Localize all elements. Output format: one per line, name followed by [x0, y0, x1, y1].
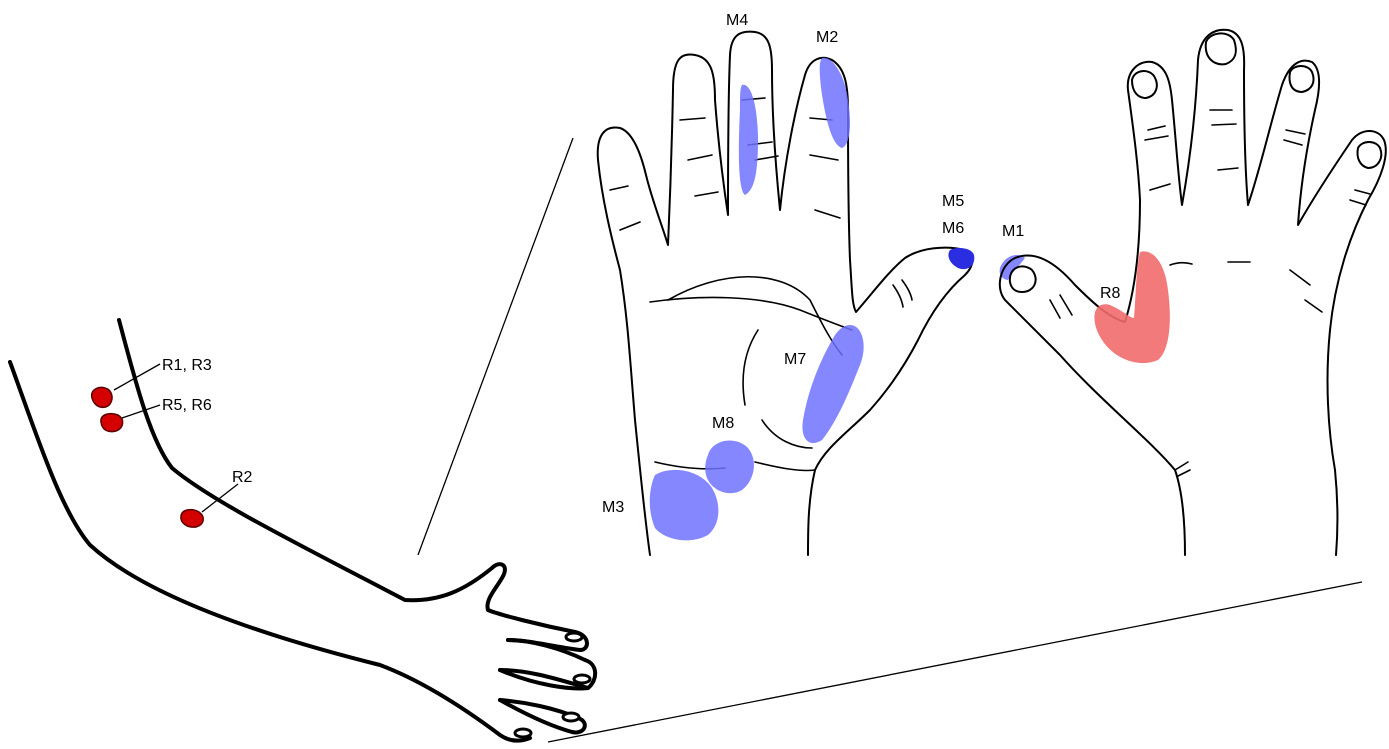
- muscle-regions: [650, 58, 1025, 541]
- zoom-line-lower: [548, 582, 1362, 742]
- dorsal-crease-1: [1148, 126, 1165, 130]
- arm-thumb: [487, 564, 575, 632]
- arm-nail-3: [563, 713, 579, 721]
- label-m4: M4: [726, 12, 748, 29]
- nail-index: [1132, 71, 1157, 98]
- label-m8: M8: [712, 415, 734, 432]
- label-m6: M6: [942, 220, 964, 237]
- label-m5: M5: [942, 193, 964, 210]
- dorsal-crease-15: [1050, 300, 1060, 318]
- dorsal-crease-8: [1284, 140, 1302, 145]
- marker-labels: M4 M2 M5 M6 M1 R8 M7 M8 M3: [602, 12, 1121, 516]
- nail-ring: [1290, 66, 1314, 92]
- dorsal-crease-2: [1145, 136, 1168, 140]
- palm-crease-wrist-2: [755, 462, 815, 471]
- arm-nail-1: [566, 633, 582, 641]
- arm-lower-edge: [10, 362, 530, 741]
- dorsal-crease-6: [1218, 168, 1238, 170]
- dorsal-crease-7: [1286, 130, 1305, 134]
- muscle-region-m4: [739, 85, 758, 195]
- label-r8: R8: [1100, 285, 1121, 302]
- palm-crease-heart: [650, 297, 852, 330]
- finger-crease-3: [680, 118, 705, 120]
- arm-nail-4: [515, 729, 531, 737]
- dorsal-hand-illustration: [1000, 30, 1386, 555]
- electrode-dot-r1-r3: [92, 387, 112, 407]
- leader-r5-r6: [122, 405, 160, 418]
- finger-crease-2: [620, 222, 640, 230]
- nail-little: [1357, 142, 1381, 168]
- finger-crease-4: [688, 155, 712, 160]
- arm-nail-2: [574, 675, 590, 683]
- nail-middle: [1206, 33, 1236, 64]
- label-m2: M2: [816, 29, 838, 46]
- dorsal-crease-11: [1170, 263, 1192, 265]
- muscle-region-m3: [650, 470, 719, 540]
- electrode-dot-r5-r6: [101, 414, 123, 432]
- dorsal-crease-5: [1212, 124, 1236, 125]
- muscle-region-m2: [820, 58, 850, 148]
- palm-crease-thumb-1: [893, 285, 903, 307]
- palm-outline: [598, 32, 973, 555]
- muscle-region-m8: [705, 441, 754, 494]
- palm-crease-life: [743, 330, 758, 405]
- finger-crease-10: [810, 155, 838, 160]
- label-r5-r6: R5, R6: [162, 397, 212, 414]
- finger-crease-1: [610, 186, 628, 190]
- palm-hand-illustration: [598, 32, 973, 555]
- label-m3: M3: [602, 499, 624, 516]
- dorsal-crease-9: [1355, 190, 1370, 194]
- zoom-line-upper: [418, 138, 573, 555]
- arm-illustration: [10, 320, 595, 741]
- label-r2: R2: [232, 469, 253, 486]
- muscle-region-m5-m6: [948, 248, 974, 269]
- nail-thumb: [1010, 266, 1036, 292]
- palm-crease-thumb-2: [902, 280, 912, 300]
- electrode-dot-r2: [181, 510, 203, 527]
- finger-crease-5: [695, 192, 718, 196]
- label-m1: M1: [1002, 223, 1024, 240]
- dorsal-crease-16: [1060, 295, 1072, 315]
- reference-electrodes-arm: R1, R3 R5, R6 R2: [92, 357, 253, 527]
- dorsal-crease-3: [1150, 184, 1170, 190]
- reference-region-r8: [1094, 251, 1169, 363]
- finger-crease-11: [815, 210, 840, 218]
- dorsal-crease-10: [1350, 200, 1366, 205]
- dorsal-crease-14: [1305, 300, 1322, 312]
- label-r1-r3: R1, R3: [162, 357, 212, 374]
- label-m7: M7: [784, 351, 806, 368]
- dorsal-outline: [1000, 30, 1386, 555]
- dorsal-crease-13: [1290, 270, 1310, 285]
